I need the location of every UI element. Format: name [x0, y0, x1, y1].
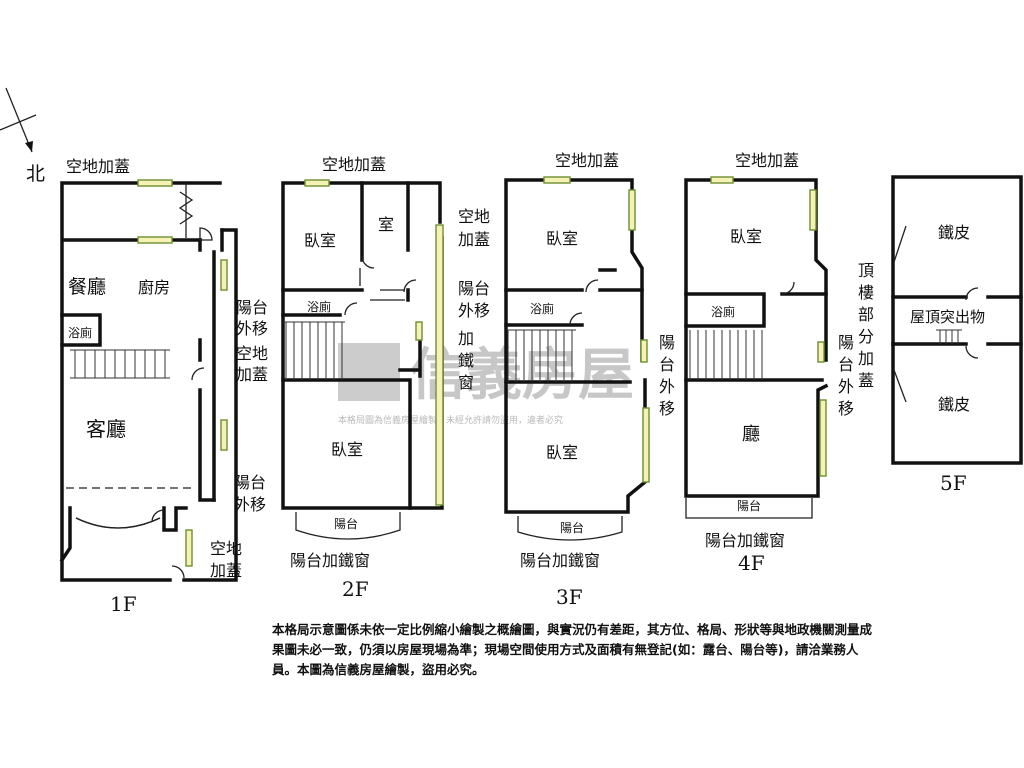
floor-title: 4F [738, 551, 765, 575]
note-label: 陽 [659, 333, 675, 352]
note-label: 外移 [236, 319, 268, 338]
note-label: 空地加蓋 [66, 157, 130, 176]
note-label: 加蓋 [210, 561, 242, 580]
note-label: 陽台 [458, 279, 490, 298]
room-label: 臥室 [304, 231, 336, 250]
note-label: 陽台 [234, 473, 266, 492]
note-label: 台 [838, 355, 854, 374]
note-label: 部 [858, 305, 874, 324]
room-label: 屋頂突出物 [910, 308, 985, 326]
note-label: 陽台加鐵窗 [520, 551, 600, 570]
watermark-text: 本格局圖為信義房屋繪製，未經允許請勿盜用，違者必究 [338, 414, 563, 426]
room-label: 陽台 [560, 520, 584, 535]
north-arrow: 北 [0, 87, 45, 185]
note-label: 空地加蓋 [555, 151, 619, 170]
room-label: 浴廁 [530, 301, 554, 316]
note-label: 空地 [236, 344, 268, 363]
room-label: 浴廁 [711, 304, 735, 319]
floor-title: 3F [556, 585, 583, 609]
note-label: 加 [858, 349, 874, 368]
room-label: 室 [378, 215, 394, 234]
note-label: 窗 [458, 373, 474, 392]
note-label: 空地 [210, 539, 242, 558]
watermark-logo [338, 343, 400, 401]
watermark-brand: 信義房屋 [410, 343, 634, 408]
note-label: 陽 [838, 333, 854, 352]
floor-title: 1F [110, 592, 137, 616]
room-label: 臥室 [730, 227, 762, 246]
note-label: 分 [858, 327, 874, 346]
floor-2f: 臥室 室 浴廁 臥室 陽台 空地加蓋 空地 加蓋 陽台 外移 加 鐵 窗 陽台加… [281, 155, 490, 601]
note-label: 頂 [858, 261, 874, 280]
floor-5f: 鐵皮 屋頂突出物 鐵皮 頂 樓 部 分 加 蓋 5F [858, 175, 1023, 495]
note-label: 蓋 [858, 371, 874, 390]
room-label: 浴廁 [307, 299, 331, 314]
note-label: 加蓋 [458, 230, 490, 249]
room-label: 廚房 [138, 278, 170, 297]
watermark: 信義房屋 本格局圖為信義房屋繪製，未經允許請勿盜用，違者必究 [338, 343, 634, 426]
note-label: 外移 [458, 301, 490, 320]
note-label: 鐵 [458, 351, 474, 370]
note-label: 空地 [458, 207, 490, 226]
note-label: 外 [659, 377, 675, 396]
room-label: 陽台 [334, 516, 358, 531]
note-label: 外移 [234, 495, 266, 514]
note-label: 移 [838, 399, 854, 418]
north-label: 北 [26, 163, 45, 185]
room-label: 餐廳 [68, 276, 106, 298]
room-label: 臥室 [546, 229, 578, 248]
room-label: 陽台 [737, 498, 761, 513]
floor-title: 5F [940, 471, 967, 495]
note-label: 陽台加鐵窗 [705, 531, 785, 550]
room-label: 臥室 [546, 443, 578, 462]
note-label: 陽台加鐵窗 [290, 551, 370, 570]
room-label: 臥室 [331, 440, 363, 459]
note-label: 移 [659, 399, 675, 418]
note-label: 樓 [858, 283, 874, 302]
floor-4f: 臥室 浴廁 廳 陽台 空地加蓋 陽 台 外 移 陽台加鐵窗 4F [684, 151, 854, 575]
note-label: 空地加蓋 [322, 155, 386, 174]
room-label: 鐵皮 [938, 395, 970, 414]
floor-1f: 餐廳 廚房 浴廁 客廳 空地加蓋 陽台 外移 空地 加蓋 陽台 外移 空地 加蓋… [59, 157, 268, 616]
note-label: 空地加蓋 [735, 151, 799, 170]
room-label: 客廳 [86, 417, 126, 441]
note-label: 加蓋 [236, 365, 268, 384]
floor-title: 2F [342, 577, 369, 601]
note-label: 外 [838, 377, 854, 396]
floor-3f: 臥室 浴廁 臥室 陽台 空地加蓋 陽 台 外 移 陽台加鐵窗 3F [504, 151, 675, 609]
disclaimer-text: 本格局示意圖係未依一定比例縮小繪製之概繪圖，與實況仍有差距，其方位、格局、形狀等… [272, 622, 873, 677]
room-label: 浴廁 [68, 325, 92, 340]
room-label: 鐵皮 [938, 223, 970, 242]
note-label: 陽台 [236, 298, 268, 317]
note-label: 台 [659, 355, 675, 374]
note-label: 加 [458, 329, 474, 348]
room-label: 廳 [742, 424, 760, 445]
